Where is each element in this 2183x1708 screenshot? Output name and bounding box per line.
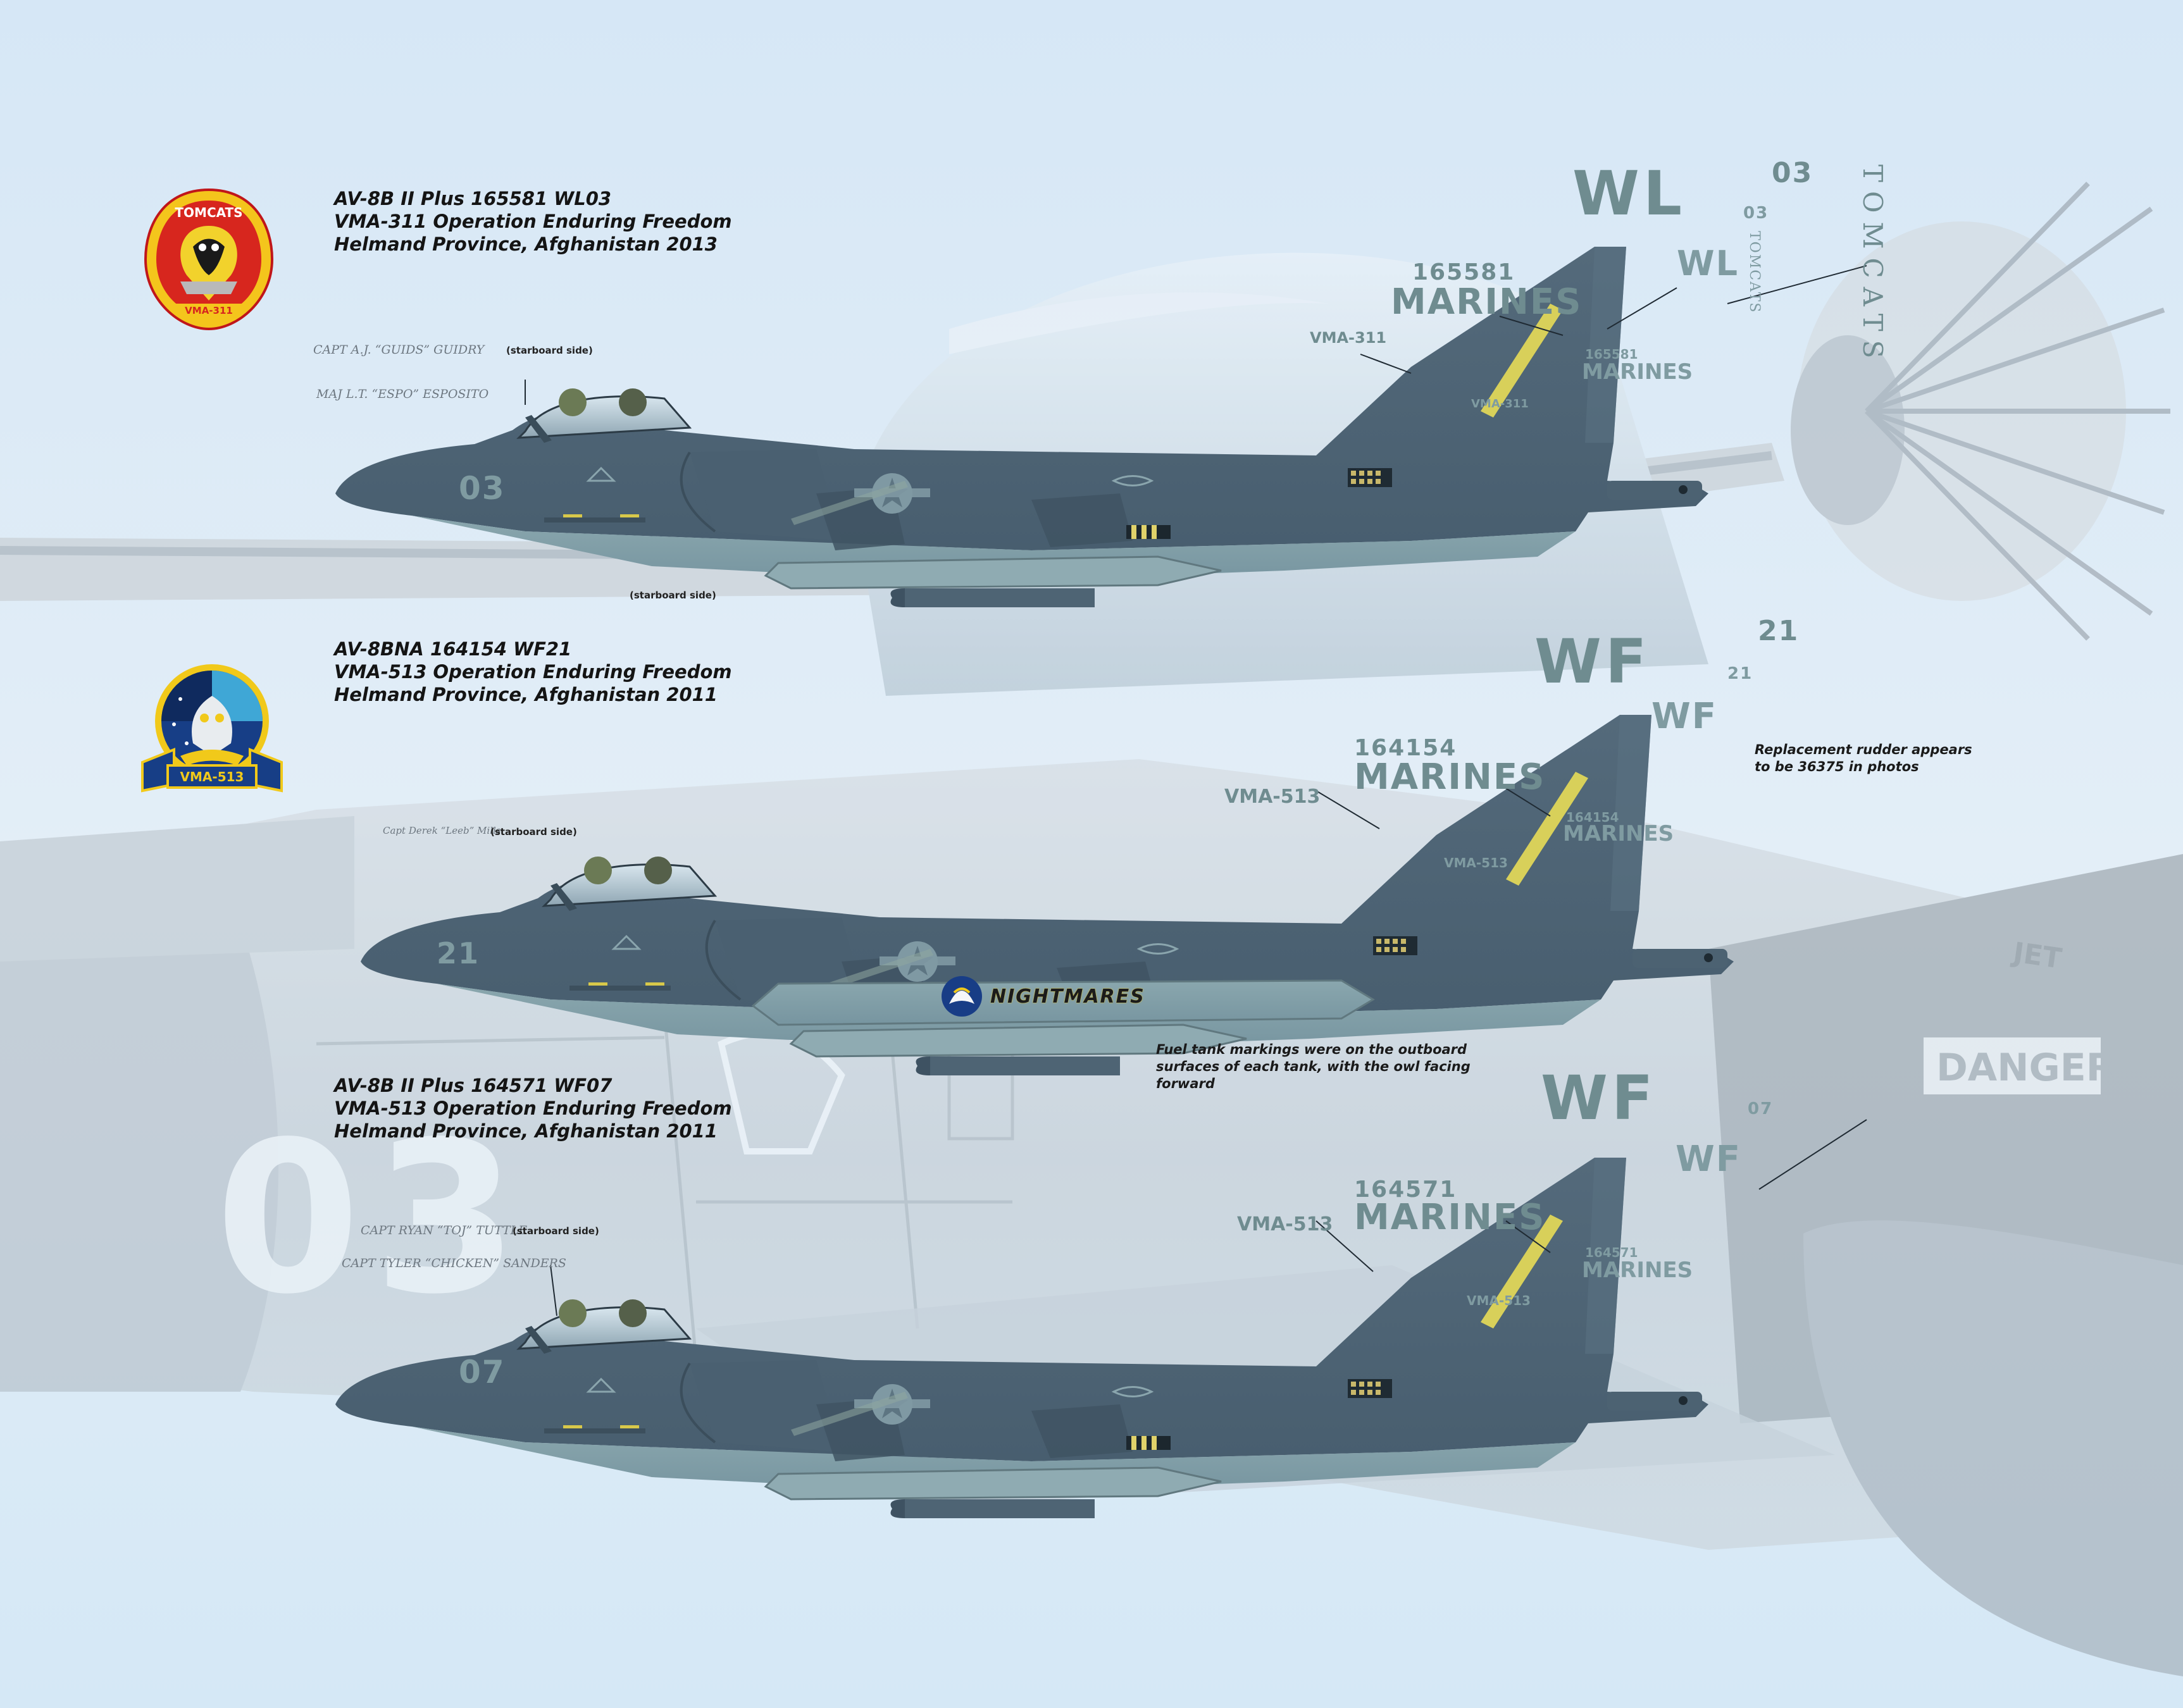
aircraft-1-bureau-callout: 165581 <box>1412 259 1515 285</box>
aircraft-3-tail-bureau: 164571 <box>1585 1245 1638 1260</box>
aircraft-3-nose-modex: 07 <box>459 1354 506 1390</box>
fuel-tank-note: Fuel tank markings were on the outboard … <box>1156 1041 1471 1092</box>
bg-danger-label: DANGER <box>1936 1046 2115 1090</box>
note-line: surfaces of each tank, with the owl faci… <box>1156 1059 1471 1074</box>
aircraft-2-squadron-label: VMA-513 <box>1444 855 1508 870</box>
aircraft-2-bureau-callout: 164154 <box>1354 735 1457 761</box>
bg-big-modex: 03 <box>215 1097 531 1340</box>
aircraft-1-tail-modex: 03 <box>1743 204 1769 223</box>
note-line: Fuel tank markings were on the outboard <box>1156 1042 1467 1057</box>
aircraft-1-squadron-label: VMA-311 <box>1471 397 1529 411</box>
aircraft-3-tail-code-callout: WF <box>1541 1063 1657 1134</box>
aircraft-2-marines-callout: MARINES <box>1354 757 1546 798</box>
tomcats-patch-top-text: TOMCATS <box>175 205 242 220</box>
aircraft-2-tail-code-callout: WF <box>1534 626 1651 697</box>
aircraft-profile-2 <box>359 714 1735 1077</box>
title-line: Helmand Province, Afghanistan 2013 <box>334 233 718 255</box>
note-line: Replacement rudder appears <box>1755 742 1972 757</box>
aircraft-3-pilot-2: CAPT TYLER “CHICKEN” SANDERS <box>342 1256 566 1270</box>
aircraft-3-tail-marines: MARINES <box>1582 1258 1693 1283</box>
aircraft-1-marines-callout: MARINES <box>1391 282 1583 323</box>
aircraft-1-modex-callout: 03 <box>1772 157 1813 189</box>
aircraft-3-bureau-callout: 164571 <box>1354 1177 1457 1203</box>
leader-lines <box>525 265 1867 1316</box>
aircraft-1-tail-marines: MARINES <box>1582 359 1693 385</box>
owl-emblem-icon <box>942 976 982 1017</box>
title-line: Helmand Province, Afghanistan 2011 <box>334 684 718 705</box>
note-line: forward <box>1156 1076 1215 1091</box>
aircraft-1-tail-code: WL <box>1677 244 1739 283</box>
aircraft-1-rudder-text-callout: TOMCATS <box>1857 164 1888 368</box>
aircraft-2-tail-modex: 21 <box>1727 664 1753 683</box>
bg-jet-label: JET <box>2009 936 2063 975</box>
aircraft-3-marines-callout: MARINES <box>1354 1197 1546 1238</box>
aircraft-3-tail-modex: 07 <box>1748 1099 1774 1118</box>
nightmares-patch-bottom-text: VMA-513 <box>180 769 244 784</box>
aircraft-3-squadron-callout: VMA-513 <box>1237 1213 1333 1235</box>
title-line: Helmand Province, Afghanistan 2011 <box>334 1120 718 1142</box>
aircraft-1-nose-modex: 03 <box>459 470 506 507</box>
aircraft-2-tail-bureau: 164154 <box>1566 810 1619 825</box>
aircraft-3-pilot-1-note: (starboard side) <box>513 1225 599 1237</box>
nightmares-squadron-patch-icon: VMA-513 <box>141 664 283 793</box>
aircraft-2-nose-modex: 21 <box>437 936 480 970</box>
aircraft-2-modex-callout: 21 <box>1758 615 1800 647</box>
aircraft-3-title: AV-8B II Plus 164571 WF07 VMA-513 Operat… <box>334 1074 732 1142</box>
aircraft-1-rudder-text: TOMCATS <box>1746 231 1762 314</box>
aircraft-1-tail-bureau: 165581 <box>1585 347 1638 362</box>
aircraft-1-extra-note: (starboard side) <box>630 590 716 601</box>
aircraft-3-tail-code: WF <box>1676 1139 1742 1180</box>
aircraft-2-tail-code: WF <box>1651 696 1718 737</box>
tomcats-patch-bottom-text: VMA-311 <box>185 305 233 316</box>
aircraft-2-tail-marines: MARINES <box>1563 821 1674 846</box>
title-line: VMA-311 Operation Enduring Freedom <box>334 211 732 232</box>
tomcats-squadron-patch-icon: TOMCATS VMA-311 <box>144 188 274 331</box>
aircraft-2-pilot-1-note: (starboard side) <box>490 826 577 838</box>
aircraft-2-pilot-1: Capt Derek “Leeb” Mills <box>383 825 501 836</box>
aircraft-2-title: AV-8BNA 164154 WF21 VMA-513 Operation En… <box>334 638 732 706</box>
aircraft-1-tail-code-callout: WL <box>1572 158 1686 229</box>
aircraft-2-squadron-callout: VMA-513 <box>1224 786 1321 808</box>
title-line: VMA-513 Operation Enduring Freedom <box>334 1098 732 1119</box>
note-line: to be 36375 in photos <box>1755 759 1919 774</box>
aircraft-1-pilot-1-note: (starboard side) <box>506 345 593 356</box>
title-line: AV-8B II Plus 164571 WF07 <box>334 1075 613 1096</box>
aircraft-3-squadron-label: VMA-513 <box>1467 1293 1531 1308</box>
title-line: AV-8B II Plus 165581 WL03 <box>334 188 612 209</box>
title-line: VMA-513 Operation Enduring Freedom <box>334 661 732 683</box>
aircraft-1-pilot-2: MAJ L.T. “ESPO” ESPOSITO <box>316 387 489 401</box>
title-line: AV-8BNA 164154 WF21 <box>334 638 572 660</box>
rudder-note: Replacement rudder appears to be 36375 i… <box>1755 741 1972 776</box>
aircraft-1-title: AV-8B II Plus 165581 WL03 VMA-311 Operat… <box>334 187 732 256</box>
aircraft-1-pilot-1: CAPT A.J. “GUIDS” GUIDRY <box>313 343 485 357</box>
fuel-tank-nightmares-text: NIGHTMARES <box>990 986 1145 1008</box>
aircraft-1-squadron-callout: VMA-311 <box>1310 329 1387 347</box>
aircraft-3-pilot-1: CAPT RYAN “TOJ” TUTTLE <box>361 1223 528 1237</box>
